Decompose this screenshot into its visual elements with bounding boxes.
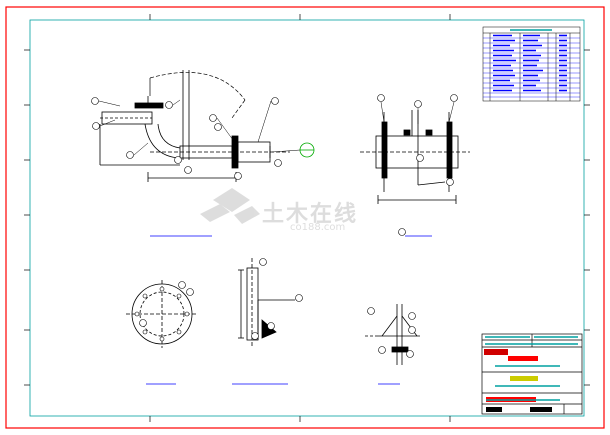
parts-list-table bbox=[482, 26, 581, 102]
frame-ticks bbox=[24, 14, 590, 422]
flange-bolt-holes bbox=[134, 286, 190, 342]
parts-list-rows bbox=[483, 37, 580, 98]
view5-callouts bbox=[367, 307, 416, 358]
view2-leaders bbox=[380, 101, 455, 124]
title-block-fills bbox=[484, 349, 552, 412]
view-detail-b bbox=[365, 304, 420, 365]
title-block-text-bars bbox=[485, 336, 578, 401]
outer-border bbox=[5, 6, 605, 429]
view3-callouts bbox=[139, 281, 194, 327]
watermark-text: 土木在线 bbox=[262, 202, 359, 227]
title-block-frame bbox=[481, 333, 583, 415]
watermark-subtext: co188.com bbox=[290, 222, 346, 233]
view-riser-section bbox=[360, 110, 470, 204]
swing-arc bbox=[149, 72, 246, 101]
view4-callouts bbox=[251, 258, 303, 340]
view1-callouts bbox=[91, 97, 282, 180]
view-internal-riser bbox=[99, 70, 290, 182]
view2-callouts bbox=[377, 94, 458, 236]
view1-leaders bbox=[98, 99, 272, 156]
watermark-logo bbox=[200, 188, 260, 224]
inner-frame bbox=[29, 19, 585, 417]
view-support-detail bbox=[238, 258, 295, 346]
parts-list-entries bbox=[493, 34, 567, 92]
green-callout bbox=[271, 142, 315, 158]
